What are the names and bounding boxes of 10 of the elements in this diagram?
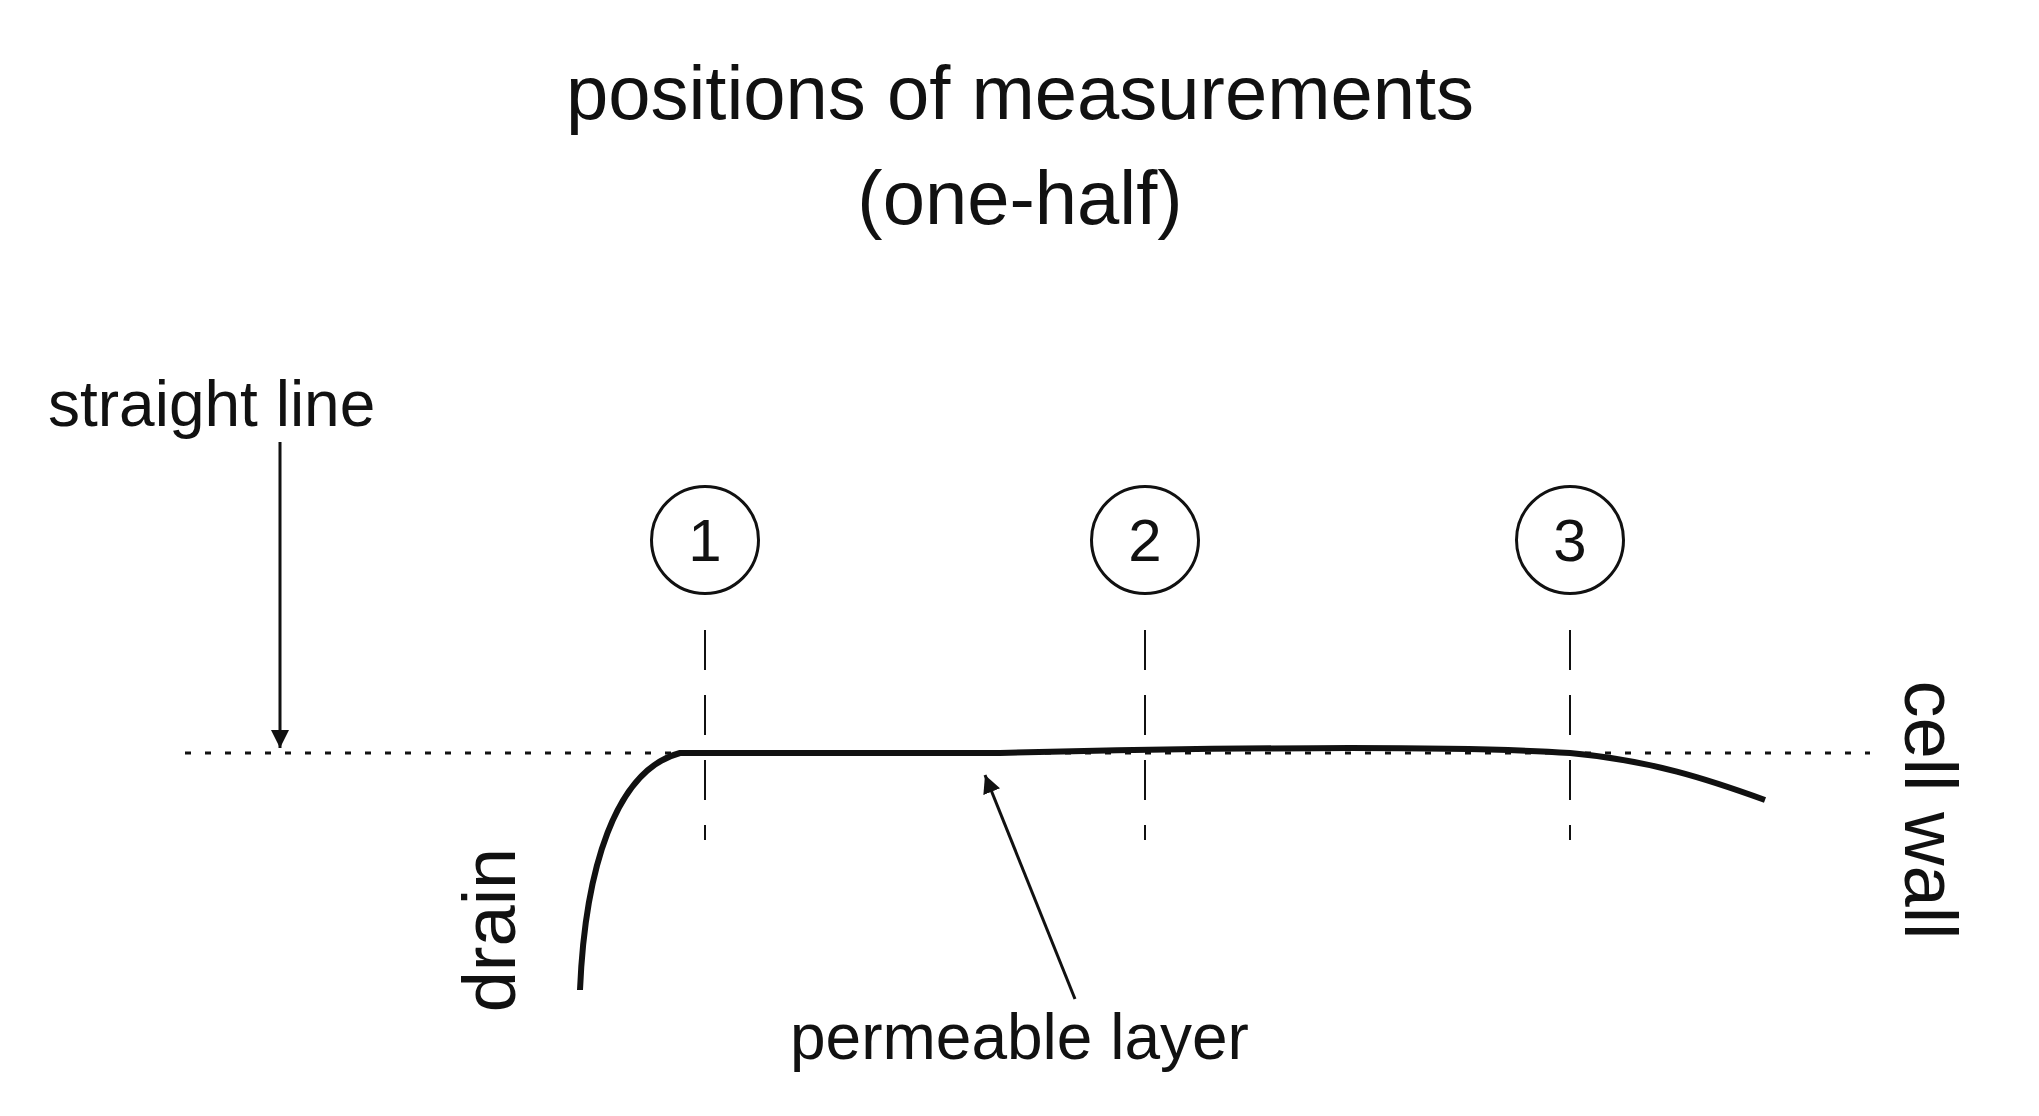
title: positions of measurements (one-half) bbox=[564, 49, 1476, 242]
position-number-circle: 1 bbox=[650, 485, 760, 595]
dotted-line bbox=[185, 751, 1870, 755]
leader-arrow bbox=[271, 442, 289, 748]
layer-curve bbox=[577, 745, 1766, 991]
leader-arrow bbox=[983, 774, 1077, 1000]
side-label: cell wall bbox=[1893, 680, 1967, 940]
position-number-circle: 2 bbox=[1090, 485, 1200, 595]
position-number-circle: 3 bbox=[1515, 485, 1625, 595]
side-label: drain bbox=[453, 847, 527, 1013]
